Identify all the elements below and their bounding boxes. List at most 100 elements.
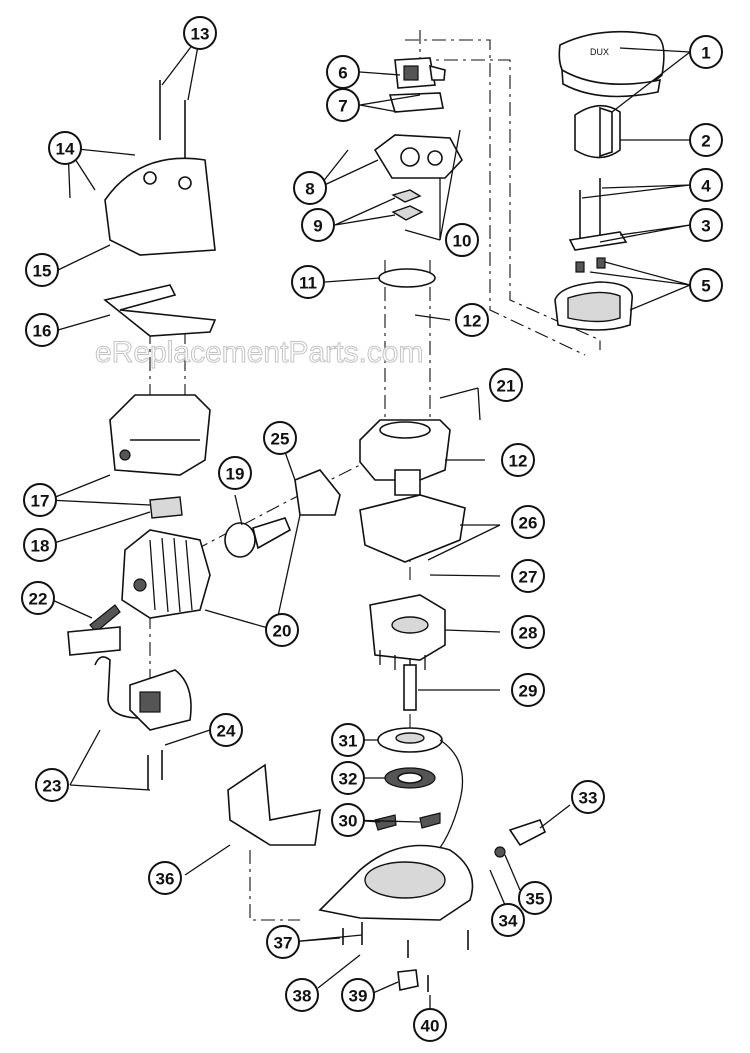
drive-shaft: [403, 664, 417, 711]
callout-bubble: [35, 768, 69, 802]
callout-bubble: [326, 88, 360, 122]
callout-12: 12: [455, 303, 489, 337]
callout-number: 27: [519, 568, 538, 587]
callout-40: 40: [413, 1008, 447, 1042]
callout-number: 33: [579, 789, 598, 808]
callout-16: 16: [25, 313, 59, 347]
callout-bubble: [209, 713, 243, 747]
callout-number: 4: [701, 177, 711, 196]
filter-base: [554, 281, 633, 331]
spark-plug: [67, 604, 121, 656]
o-ring-gasket: [378, 268, 436, 288]
callout-11: 11: [291, 265, 325, 299]
recoil-spring: [384, 767, 436, 789]
starter-handle: [508, 819, 547, 847]
callout-number: 12: [509, 452, 528, 471]
callout-number: 8: [305, 180, 314, 199]
callout-bubble: [285, 978, 319, 1012]
callout-bubble: [689, 168, 723, 202]
callout-bubble: [689, 208, 723, 242]
callout-number: 16: [33, 322, 52, 341]
callout-number: 9: [313, 217, 322, 236]
callout-number: 39: [349, 987, 368, 1006]
callout-9: 9: [301, 208, 335, 242]
callout-number: 14: [56, 140, 75, 159]
callout-25: 25: [263, 421, 297, 455]
callout-number: 23: [43, 777, 62, 796]
hex-nut: [397, 969, 419, 991]
carburetor-adaptor: [373, 134, 463, 179]
callout-number: 30: [339, 812, 358, 831]
callout-number: 20: [273, 622, 292, 641]
callout-bubble: [263, 421, 297, 455]
callout-bubble: [518, 881, 552, 915]
cylinder: [359, 419, 451, 496]
callout-37: 37: [266, 925, 300, 959]
callout-number: 21: [497, 377, 516, 396]
callout-bubble: [491, 903, 525, 937]
callout-number: 38: [293, 987, 312, 1006]
muffler-gasket: [149, 496, 183, 519]
callout-33: 33: [571, 780, 605, 814]
callout-21: 21: [489, 368, 523, 402]
leader-lines: [47, 34, 691, 1015]
callout-12: 12: [501, 443, 535, 477]
filter-element: [574, 104, 621, 159]
callout-bubble: [689, 268, 723, 302]
callout-bubble: [413, 1008, 447, 1042]
callout-bubble: [689, 35, 723, 69]
callout-35: 35: [518, 881, 552, 915]
callout-bubble: [301, 208, 335, 242]
callout-38: 38: [285, 978, 319, 1012]
callout-32: 32: [331, 761, 365, 795]
callout-number: 2: [701, 132, 710, 151]
callout-26: 26: [511, 505, 545, 539]
callout-number: 34: [499, 912, 518, 931]
callout-bubble: [511, 615, 545, 649]
callout-20: 20: [265, 613, 299, 647]
callout-number: 7: [338, 97, 347, 116]
callout-bubble: [511, 673, 545, 707]
callout-15: 15: [25, 253, 59, 287]
callout-bubble: [501, 443, 535, 477]
callout-number: 24: [217, 722, 236, 741]
callout-27: 27: [511, 559, 545, 593]
callout-19: 19: [218, 456, 252, 490]
callout-8: 8: [293, 171, 327, 205]
callout-bubble: [148, 861, 182, 895]
callout-number: 28: [519, 624, 538, 643]
gaskets: [391, 189, 424, 221]
callout-bubble: [293, 171, 327, 205]
fan-housing-plate: [359, 494, 466, 563]
callout-3: 3: [689, 208, 723, 242]
callout-13: 13: [183, 16, 217, 50]
callout-bubble: [489, 368, 523, 402]
callout-29: 29: [511, 673, 545, 707]
callout-28: 28: [511, 615, 545, 649]
callout-bubble: [331, 723, 365, 757]
carburetor: [388, 57, 446, 113]
starter-pulley: [377, 727, 464, 861]
callout-number: 36: [156, 870, 175, 889]
callout-bubble: [571, 780, 605, 814]
callout-number: 35: [526, 890, 545, 909]
callout-5: 5: [689, 268, 723, 302]
callout-1: 1: [689, 35, 723, 69]
grommet: [494, 846, 506, 858]
shroud-bracket: [103, 284, 217, 337]
callout-bubble: [291, 265, 325, 299]
callout-bubble: [21, 581, 55, 615]
callout-17: 17: [23, 483, 57, 517]
callout-bubble: [511, 505, 545, 539]
callout-bubble: [455, 303, 489, 337]
svg-text:DUX: DUX: [590, 47, 609, 57]
callout-4: 4: [689, 168, 723, 202]
callout-24: 24: [209, 713, 243, 747]
callout-number: 11: [299, 274, 317, 293]
callout-bubble: [183, 16, 217, 50]
callout-bubble: [331, 803, 365, 837]
callout-10: 10: [445, 223, 479, 257]
callout-number: 37: [274, 934, 293, 953]
callout-number: 25: [271, 430, 290, 449]
